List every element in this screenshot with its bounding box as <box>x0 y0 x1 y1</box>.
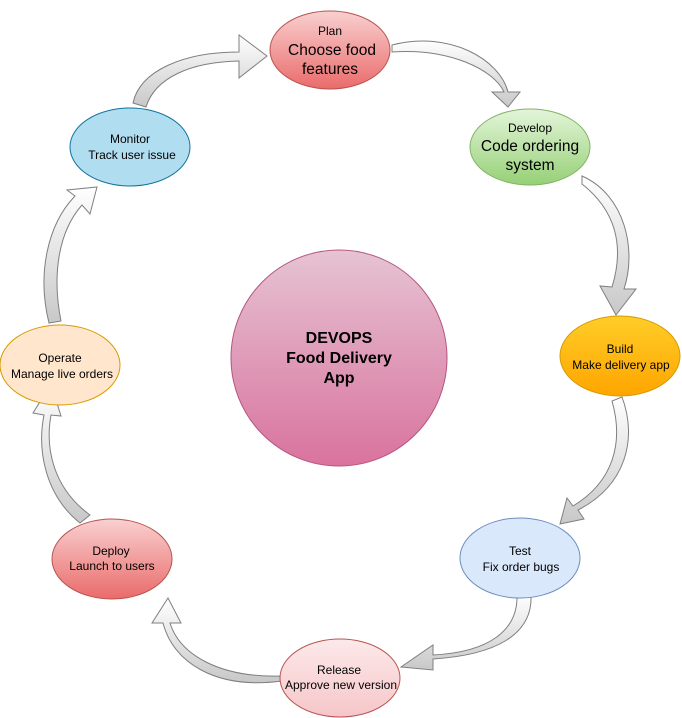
stage-release-description: Approve new version <box>285 678 397 692</box>
arrow-monitor-to-plan <box>132 34 268 108</box>
stage-develop-description: Code ordering <box>481 138 579 155</box>
center-circle <box>230 249 448 467</box>
arrow-plan-to-develop <box>391 40 522 108</box>
stage-monitor-title: Monitor <box>110 132 150 146</box>
stage-develop-title: Develop <box>508 121 552 135</box>
stage-plan-ellipse <box>269 10 391 90</box>
stage-operate-ellipse <box>0 324 121 406</box>
stage-monitor-ellipse <box>69 107 191 187</box>
stage-monitor: Monitor Track user issue <box>69 107 191 187</box>
center-node: DEVOPS Food Delivery App <box>230 249 448 467</box>
stage-release-title: Release <box>317 663 361 677</box>
center-subtitle: Food Delivery <box>286 350 392 367</box>
stage-develop-description-2: system <box>505 157 554 174</box>
arrow-test-to-release <box>399 594 532 671</box>
stage-deploy-title: Deploy <box>92 544 129 558</box>
stage-test-ellipse <box>459 517 581 599</box>
stage-plan-title: Plan <box>318 24 342 38</box>
stage-develop: Develop Code ordering system <box>469 108 591 186</box>
stage-test-description: Fix order bugs <box>483 560 560 574</box>
stage-plan-description-2: features <box>302 61 358 78</box>
arrow-build-to-test <box>559 396 629 525</box>
stage-operate-title: Operate <box>38 351 82 365</box>
stage-release: Release Approve new version <box>279 638 401 718</box>
stage-build: Build Make delivery app <box>559 315 681 397</box>
stage-operate: Operate Manage live orders <box>0 324 121 406</box>
arrow-operate-to-monitor <box>43 186 98 324</box>
stage-build-ellipse <box>559 315 681 397</box>
center-subtitle-2: App <box>323 370 354 387</box>
stage-build-title: Build <box>607 342 634 356</box>
arrow-release-to-deploy <box>151 597 283 684</box>
stage-deploy-ellipse <box>51 518 173 600</box>
stage-plan: Plan Choose food features <box>269 10 391 90</box>
stage-build-description: Make delivery app <box>572 358 670 372</box>
stage-test: Test Fix order bugs <box>459 517 581 599</box>
cycle-arrows <box>32 34 638 684</box>
stage-monitor-description: Track user issue <box>88 148 176 162</box>
stage-operate-description: Manage live orders <box>11 367 113 381</box>
stage-develop-ellipse <box>469 108 591 186</box>
stage-deploy: Deploy Launch to users <box>51 518 173 600</box>
stage-plan-description: Choose food <box>288 42 376 59</box>
stage-release-ellipse <box>279 638 401 718</box>
stage-deploy-description: Launch to users <box>69 559 154 573</box>
center-title: DEVOPS <box>306 330 373 347</box>
stage-test-title: Test <box>509 544 532 558</box>
arrow-develop-to-build <box>581 175 638 316</box>
